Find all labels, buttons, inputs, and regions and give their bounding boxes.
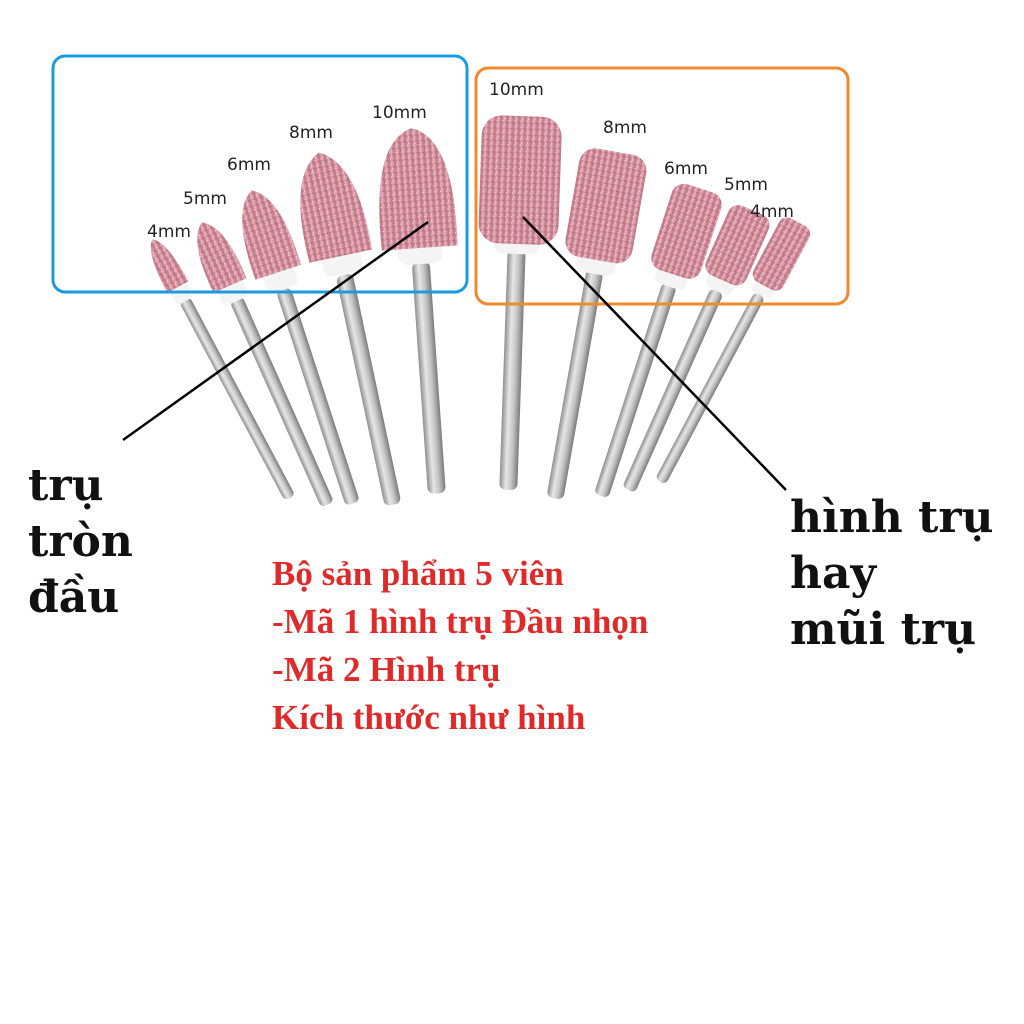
label-cylinder: hình trụ hay mũi trụ (790, 490, 994, 658)
pointer-line-left (122, 220, 429, 442)
size-label-left-10mm: 10mm (372, 103, 427, 123)
size-label-left-6mm: 6mm (227, 155, 271, 175)
size-label-right-10mm: 10mm (489, 80, 544, 100)
description-line-1: Bộ sản phẩm 5 viên (272, 554, 564, 593)
label-cylinder-line-1: hình trụ (790, 492, 994, 543)
label-cylinder-line-3: mũi trụ (790, 604, 977, 655)
size-label-right-6mm: 6mm (664, 159, 708, 179)
label-round-head-line-1: trụ (28, 460, 104, 511)
size-label-left-8mm: 8mm (289, 123, 333, 143)
bit-right-4mm (656, 217, 811, 483)
size-label-right-5mm: 5mm (724, 175, 768, 195)
bit-left-8mm (300, 152, 401, 506)
description-line-4: Kích thước như hình (272, 698, 586, 737)
label-round-head-line-2: tròn (28, 516, 133, 567)
description-line-3: -Mã 2 Hình trụ (272, 650, 501, 689)
size-label-right-4mm: 4mm (750, 202, 794, 222)
bit-left-5mm (197, 222, 333, 506)
product-description: Bộ sản phẩm 5 viên -Mã 1 hình trụ Đầu nh… (272, 550, 648, 742)
description-line-2: -Mã 1 hình trụ Đầu nhọn (272, 602, 649, 641)
label-round-head-line-3: đầu (28, 572, 120, 623)
bit-right-5mm (623, 205, 770, 492)
bit-right-6mm (595, 183, 722, 497)
bit-right-8mm (547, 148, 647, 499)
left-bits (150, 128, 458, 506)
size-label-right-8mm: 8mm (603, 118, 647, 138)
right-bits (478, 115, 811, 499)
size-label-left-4mm: 4mm (147, 222, 191, 242)
orange-highlight-box (474, 66, 850, 306)
bit-left-6mm (242, 190, 359, 505)
size-label-left-5mm: 5mm (183, 189, 227, 209)
blue-highlight-box (51, 54, 469, 294)
bit-left-10mm (379, 128, 458, 494)
bit-right-10mm (478, 115, 562, 490)
label-cylinder-line-2: hay (790, 548, 877, 599)
pointer-line-right (522, 216, 787, 491)
label-round-head: trụ tròn đầu (28, 458, 133, 626)
